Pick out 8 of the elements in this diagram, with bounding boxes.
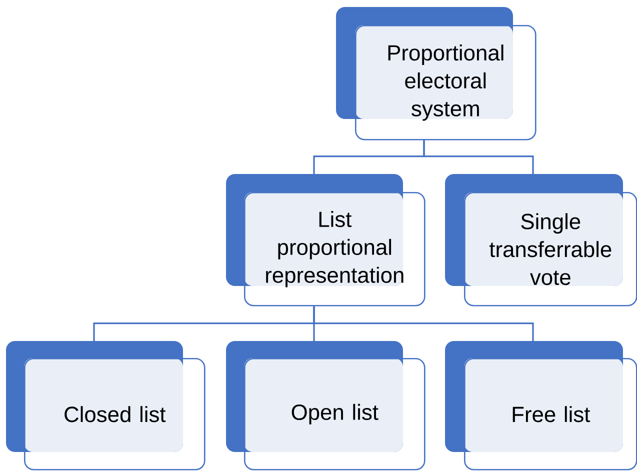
connector-line: [423, 140, 534, 174]
card-box: Closed list: [6, 341, 206, 470]
card-box: Open list: [226, 341, 426, 470]
card-box: Free list: [445, 341, 637, 470]
connector-line: [313, 306, 534, 341]
card-box: List proportional representation: [226, 174, 426, 306]
card-box: Single transferrable vote: [445, 174, 637, 306]
card-box: Proportional electoral system: [336, 7, 536, 140]
